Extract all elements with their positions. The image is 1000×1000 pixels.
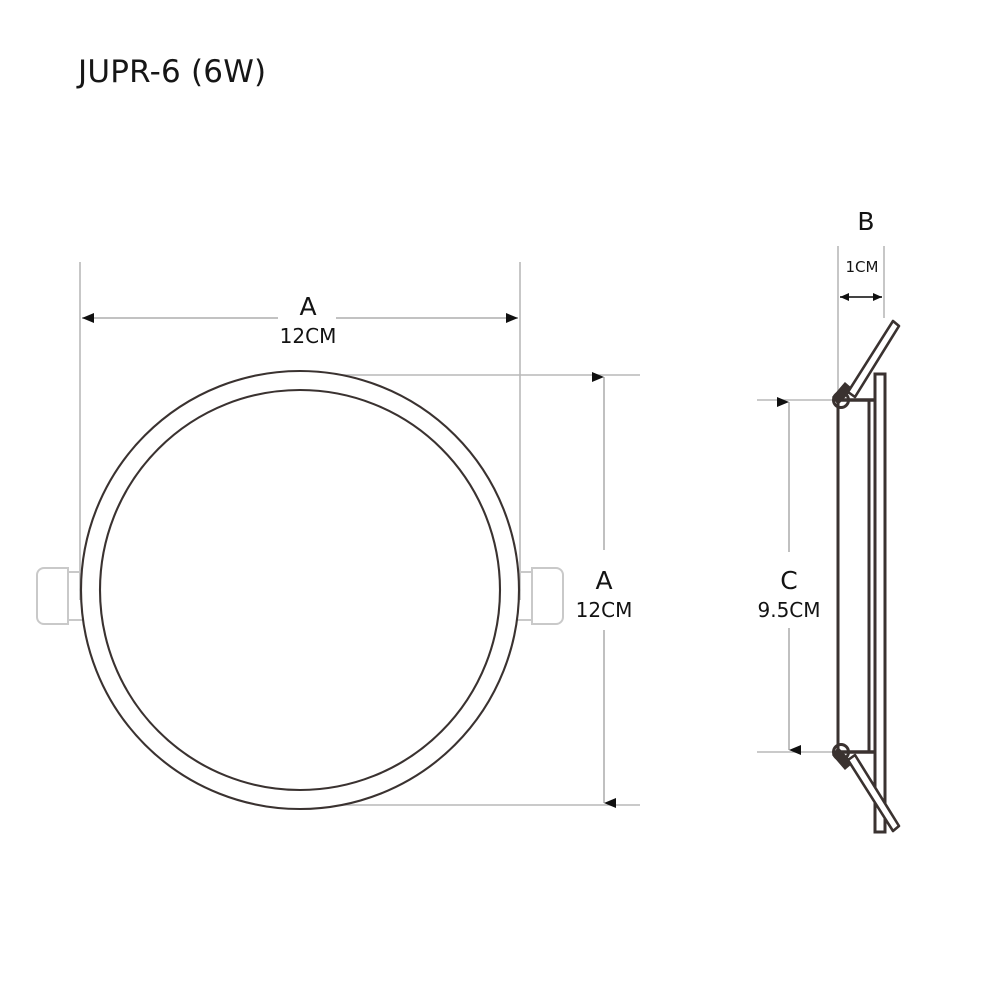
- front-view-extension-lines: [79, 262, 640, 806]
- spring-clip-bottom: [832, 743, 901, 833]
- front-face-plate: [873, 372, 887, 834]
- inner-diffuser-circle: [98, 388, 502, 792]
- dimension-a-vertical: A 12CM: [576, 372, 633, 808]
- dim-c-letter: C: [780, 566, 797, 595]
- dim-b-value: 1CM: [846, 258, 879, 276]
- dim-a-horizontal-letter: A: [299, 292, 316, 321]
- dim-c-value: 9.5CM: [757, 598, 820, 622]
- side-view-extension-lines: [757, 246, 885, 753]
- side-view: [757, 246, 901, 834]
- dimension-c: C 9.5CM: [757, 397, 821, 755]
- side-tab-left: [36, 567, 84, 625]
- spring-clip-bottom-arm: [846, 753, 901, 833]
- spring-clip-top: [832, 319, 901, 409]
- dim-a-vertical-letter: A: [595, 566, 612, 595]
- dim-a-horizontal-value: 12CM: [280, 324, 337, 348]
- page-title: JUPR-6 (6W): [78, 54, 267, 90]
- dimension-a-horizontal: A 12CM: [82, 292, 518, 348]
- spring-clip-bottom-base: [832, 746, 854, 771]
- front-view: [36, 369, 564, 811]
- dim-b-letter: B: [857, 207, 874, 236]
- side-tab-right: [516, 567, 564, 625]
- spring-clip-top-arm: [846, 319, 901, 399]
- dimension-b: B 1CM: [840, 207, 882, 301]
- dim-a-vertical-value: 12CM: [576, 598, 633, 622]
- spring-clip-top-base: [832, 381, 854, 406]
